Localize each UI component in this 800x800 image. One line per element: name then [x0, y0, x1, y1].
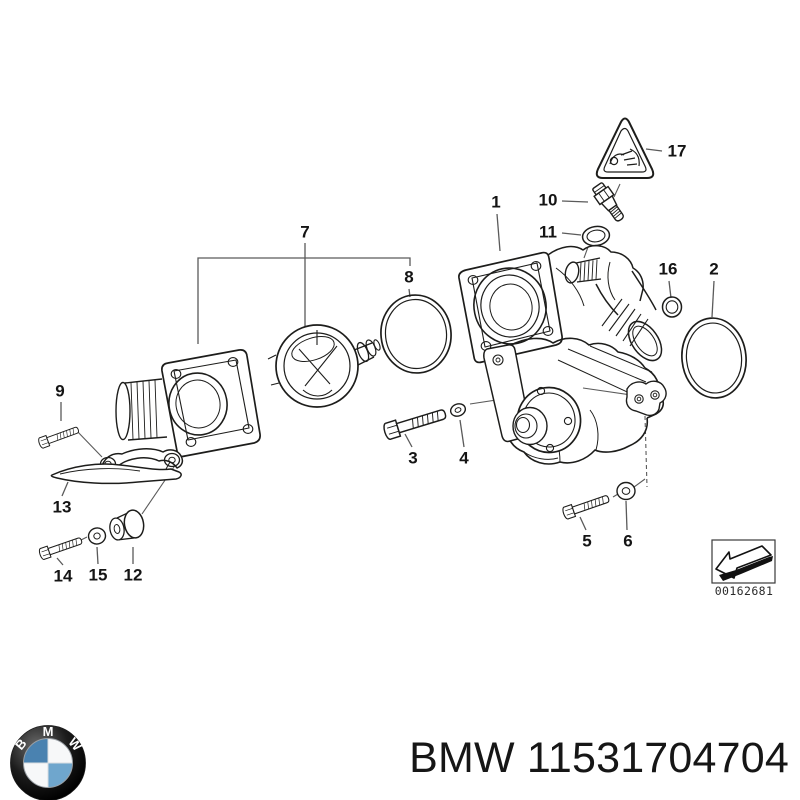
- o-ring-8: [380, 294, 452, 374]
- housing-cover: [115, 349, 261, 458]
- washer-6: [616, 481, 636, 501]
- warning-triangle-icon: [595, 117, 655, 179]
- callout-8: 8: [404, 267, 414, 287]
- crush-hand-glyph: [609, 148, 640, 167]
- part-number-text: BMW 11531704704: [409, 734, 789, 782]
- sealing-ring-11: [581, 225, 611, 247]
- callout-3: 3: [408, 448, 418, 468]
- callout-16: 16: [658, 259, 678, 279]
- callout-9: 9: [55, 381, 65, 401]
- stamp-box: [711, 539, 776, 584]
- bmw-letter-m: M: [43, 724, 54, 739]
- washer-15: [87, 527, 107, 545]
- callout-5: 5: [582, 531, 592, 551]
- callout-11: 11: [539, 222, 557, 242]
- leader-lines: [56, 148, 715, 566]
- bolt-5: [561, 491, 612, 521]
- bolt-3: [381, 405, 449, 441]
- bolt-14: [37, 534, 84, 561]
- bolt-9: [37, 423, 81, 450]
- o-ring-2: [681, 317, 747, 399]
- water-pump-body: [483, 337, 667, 465]
- o-ring-16: [661, 296, 683, 318]
- callout-10: 10: [538, 190, 558, 210]
- bmw-logo: B M W: [10, 724, 86, 800]
- temperature-sensor: [592, 182, 624, 222]
- callout-17: 17: [667, 141, 687, 161]
- support-bracket-13: [50, 448, 184, 485]
- pump-pulley-flange: [512, 386, 582, 454]
- cover-ribbed-neck: [115, 378, 168, 441]
- outlet-neck: [595, 270, 663, 362]
- hose-stub: [564, 257, 602, 284]
- callout-13: 13: [52, 497, 72, 517]
- washer-4: [449, 403, 467, 417]
- thermostat: [267, 324, 381, 408]
- callout-6: 6: [623, 531, 633, 551]
- callout-12: 12: [123, 565, 143, 585]
- stamp-number: 00162681: [714, 584, 774, 598]
- callout-1: 1: [491, 192, 501, 212]
- pump-right-ear: [625, 380, 667, 417]
- thermostat-housing: [458, 244, 663, 364]
- callout-7: 7: [300, 222, 310, 242]
- callout-15: 15: [88, 565, 108, 585]
- callout-14: 14: [53, 566, 73, 586]
- callout-4: 4: [459, 448, 469, 468]
- callout-2: 2: [709, 259, 719, 279]
- bushing-12: [109, 509, 145, 541]
